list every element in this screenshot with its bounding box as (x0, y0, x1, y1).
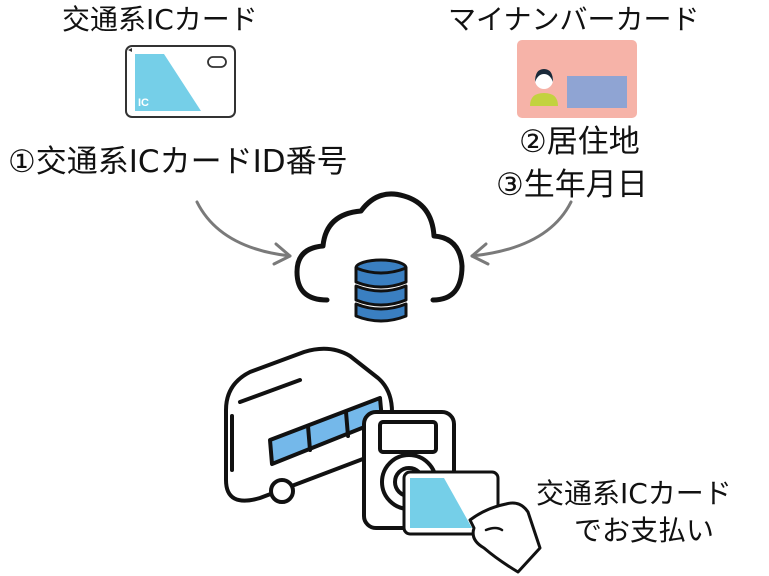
data-item-birthdate: ③生年月日 (496, 167, 648, 203)
bus-icon (224, 346, 394, 504)
payment-caption-line1: 交通系ICカード (536, 477, 732, 510)
payment-caption-line2: でお支払い (574, 514, 715, 547)
arrow-left (195, 200, 292, 266)
database-icon (354, 258, 408, 323)
arrow-right (470, 200, 573, 266)
cloud-icon (294, 191, 465, 303)
mynumber-card-icon (517, 40, 637, 118)
ic-card-title: 交通系ICカード (62, 3, 258, 36)
ic-card-icon: IC (125, 45, 236, 118)
data-item-ic-id: ①交通系ICカードID番号 (8, 144, 348, 180)
data-item-address: ②居住地 (519, 124, 640, 160)
hand-icon (402, 470, 542, 574)
ic-chip-label: IC (138, 97, 149, 109)
mynumber-card-title: マイナンバーカード (448, 3, 700, 36)
